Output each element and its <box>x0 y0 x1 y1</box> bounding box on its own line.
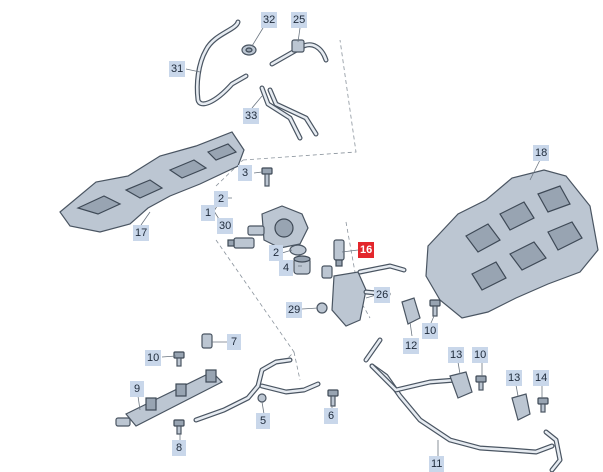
part-16-sensor <box>333 239 345 267</box>
part-cap <box>321 265 333 279</box>
part-11-fuel-line <box>363 337 563 472</box>
part-17-manifold <box>59 131 245 233</box>
part-12-clip <box>401 297 421 325</box>
part-26-bracket <box>331 263 407 327</box>
part-10-bolt-right <box>429 299 441 317</box>
part-5-fuel-line <box>193 357 321 423</box>
callout-16-highlighted[interactable]: 16 <box>358 242 375 258</box>
callout-10-lower[interactable]: 10 <box>472 347 489 363</box>
callout-1[interactable]: 1 <box>201 205 215 221</box>
callout-3[interactable]: 3 <box>238 165 252 181</box>
callout-2-lower[interactable]: 2 <box>269 245 283 261</box>
callout-14[interactable]: 14 <box>533 370 550 386</box>
callout-6[interactable]: 6 <box>324 408 338 424</box>
part-14-bolt <box>537 397 549 413</box>
part-8-bolt <box>173 419 185 435</box>
callout-8[interactable]: 8 <box>172 440 186 456</box>
callout-33[interactable]: 33 <box>243 108 260 124</box>
callout-25[interactable]: 25 <box>291 12 308 28</box>
part-25-hose <box>269 39 329 67</box>
assembly-dash-line-top <box>242 39 357 161</box>
part-7-sensor <box>201 333 213 349</box>
part-29-nut <box>316 302 328 314</box>
callout-30[interactable]: 30 <box>217 218 234 234</box>
assembly-dash-line-low <box>293 351 301 381</box>
part-31-hose <box>194 19 249 107</box>
callout-26[interactable]: 26 <box>374 287 391 303</box>
callout-18[interactable]: 18 <box>533 145 550 161</box>
callout-9[interactable]: 9 <box>130 381 144 397</box>
part-6-bolt <box>327 389 339 407</box>
callout-2-upper[interactable]: 2 <box>214 191 228 207</box>
callout-13-right[interactable]: 13 <box>506 370 523 386</box>
callout-13-left[interactable]: 13 <box>448 347 465 363</box>
part-18-manifold <box>425 169 599 319</box>
part-13-clip-right <box>511 393 531 421</box>
callout-32[interactable]: 32 <box>261 12 278 28</box>
callout-10-right[interactable]: 10 <box>422 323 439 339</box>
callout-17[interactable]: 17 <box>133 225 150 241</box>
callout-5[interactable]: 5 <box>256 413 270 429</box>
part-32-clamp <box>241 44 257 56</box>
part-10-bolt-left <box>173 351 185 367</box>
part-3-bolt <box>261 167 273 187</box>
part-30-connector <box>227 237 255 249</box>
high-pressure-pump <box>247 205 309 249</box>
callout-11[interactable]: 11 <box>429 456 445 472</box>
callout-7[interactable]: 7 <box>227 334 241 350</box>
part-9-fuel-rail <box>115 369 224 427</box>
part-2-seal <box>289 244 307 256</box>
part-33-fuel-lines <box>259 85 319 141</box>
callout-29[interactable]: 29 <box>286 302 303 318</box>
callout-31[interactable]: 31 <box>169 61 186 77</box>
part-10-bolt-lower <box>475 375 487 391</box>
callout-10-left[interactable]: 10 <box>145 350 162 366</box>
callout-12[interactable]: 12 <box>403 338 420 354</box>
part-13-clip-left <box>449 371 473 399</box>
part-4-cup <box>293 255 311 275</box>
callout-4[interactable]: 4 <box>279 260 293 276</box>
